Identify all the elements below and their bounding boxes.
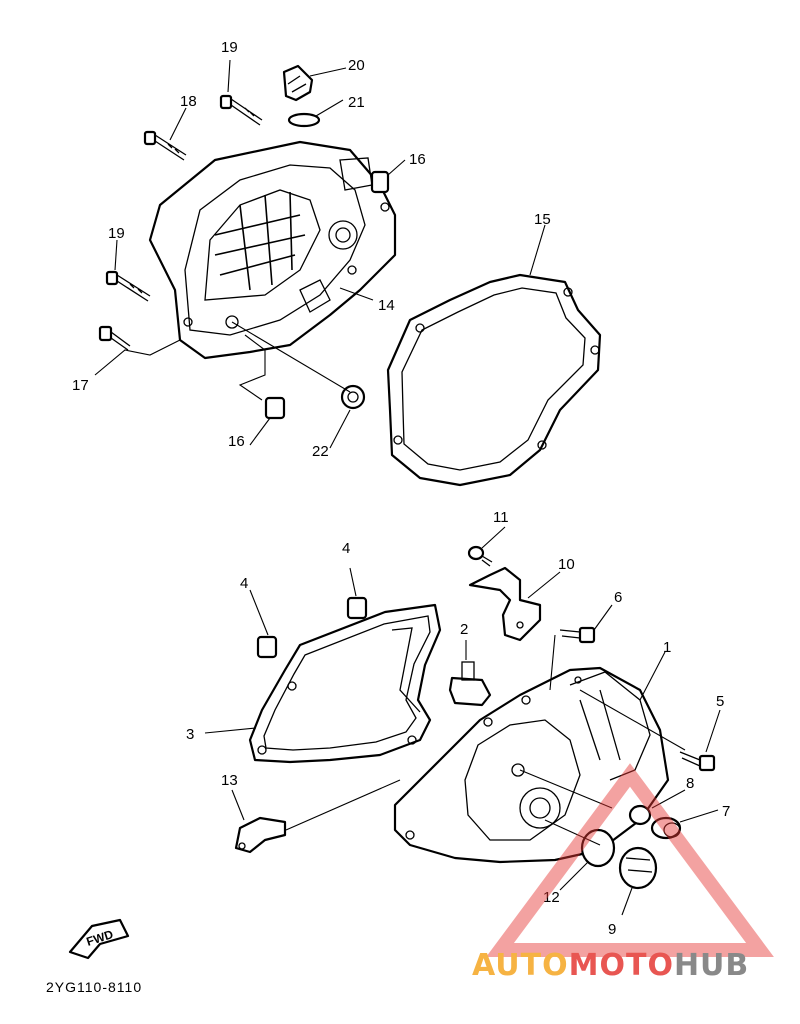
callout-19-left: 19 — [108, 225, 125, 242]
bracket-11 — [468, 566, 542, 642]
dowel-pin-4-right — [346, 596, 368, 620]
screw-12 — [467, 545, 493, 567]
callout-22: 22 — [312, 443, 329, 460]
callout-14: 14 — [378, 297, 395, 314]
callout-21: 21 — [348, 94, 365, 111]
callout-12: 11 — [493, 509, 509, 526]
callout-15: 15 — [534, 211, 551, 228]
callout-5: 5 — [716, 693, 724, 710]
bolt-5 — [679, 751, 716, 772]
bolt-6 — [559, 626, 596, 644]
watermark-hub: HUB — [674, 948, 749, 983]
callout-17: 17 — [72, 377, 89, 394]
callout-20: 20 — [348, 57, 365, 74]
drawing-code: 2YG110-8110 — [46, 979, 142, 995]
callout-labels: 19 20 18 21 16 15 19 14 17 16 22 11 4 10… — [72, 39, 730, 938]
callout-18: 18 — [180, 93, 197, 110]
watermark-text: AUTOMOTOHUB — [472, 948, 749, 983]
o-ring-10 — [580, 828, 616, 868]
callout-13: 13 — [221, 772, 238, 789]
gasket-15 — [386, 273, 602, 487]
callout-2: 2 — [460, 621, 468, 638]
bracket-13 — [234, 816, 287, 854]
watermark-moto: MOTO — [569, 948, 674, 983]
callout-4-left: 4 — [240, 575, 248, 592]
sensor-2 — [448, 661, 492, 707]
callout-6: 6 — [614, 589, 622, 606]
fwd-arrow: FWD — [68, 918, 130, 960]
crankcase-cover-14 — [148, 140, 397, 360]
callout-3: 3 — [186, 726, 194, 743]
gasket-3 — [248, 603, 442, 764]
callout-9: 9 — [608, 921, 616, 938]
callout-8: 8 — [686, 775, 694, 792]
watermark-triangle — [486, 763, 774, 957]
bolt-19-left — [105, 270, 151, 302]
automotohub-watermark: AUTOMOTOHUB — [472, 763, 774, 983]
dowel-pin-4-left — [256, 635, 278, 659]
plug-7 — [650, 816, 682, 840]
callout-11: 10 — [558, 556, 575, 573]
callout-19-top: 19 — [221, 39, 238, 56]
leader-lines-bottom — [204, 526, 721, 916]
callout-4-right: 4 — [342, 540, 350, 557]
leader-lines-top — [94, 59, 546, 449]
dowel-pin-16-top — [370, 170, 390, 194]
dowel-pin-16-bottom — [264, 396, 286, 420]
callout-1: 1 — [663, 639, 671, 656]
callout-16-bottom: 16 — [228, 433, 245, 450]
callout-16-top: 16 — [409, 151, 426, 168]
callout-10: 12 — [543, 889, 560, 906]
bolt-19-top — [219, 94, 263, 126]
bolt-17 — [98, 325, 131, 351]
cap-9 — [618, 846, 658, 890]
callout-7: 7 — [722, 803, 730, 820]
watermark-auto: AUTO — [472, 948, 569, 983]
o-ring-21 — [287, 112, 321, 128]
oil-filler-cap-20 — [282, 64, 314, 102]
crankcase-cover-1 — [393, 666, 670, 864]
bolt-18 — [143, 130, 187, 161]
oil-seal-22 — [340, 384, 366, 410]
o-ring-8 — [628, 804, 652, 826]
